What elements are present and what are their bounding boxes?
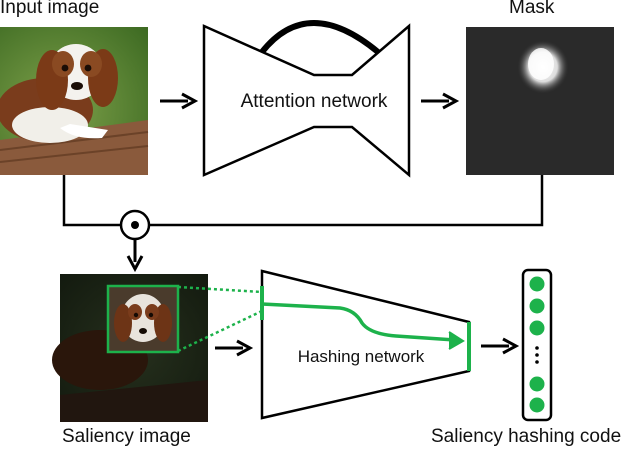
arrow-input-to-attention: [160, 92, 199, 110]
hashing-network: Hashing network: [260, 269, 471, 420]
saliency-image-label: Saliency image: [62, 426, 191, 447]
hash-bit: [529, 276, 545, 292]
arrow-attention-to-mask: [421, 92, 460, 110]
arrow-saliency-to-hashing: [215, 339, 254, 357]
input-image: [0, 27, 149, 175]
attention-network-label: Attention network: [241, 91, 388, 112]
mask-label: Mask: [509, 0, 555, 18]
saliency-hashing-code-label: Saliency hashing code: [431, 426, 622, 447]
combination-connector: [62, 175, 544, 273]
hash-bit: [529, 397, 545, 413]
hash-bit: [529, 298, 545, 314]
ellipsis-dot: [535, 360, 539, 364]
hashing-network-label: Hashing network: [298, 347, 425, 366]
ellipsis-dot: [535, 353, 539, 357]
saliency-region-box: [106, 284, 180, 354]
attention-network: Attention network: [202, 20, 411, 178]
ellipsis-dot: [535, 346, 539, 350]
hash-code-column: [521, 268, 553, 422]
attention-correspondence-lines: [177, 285, 263, 353]
hash-bit: [529, 320, 545, 336]
hash-bit: [529, 376, 545, 392]
input-image-label: Input image: [0, 0, 100, 18]
mask-image: [466, 27, 614, 175]
arrow-hashing-to-code: [481, 337, 520, 355]
